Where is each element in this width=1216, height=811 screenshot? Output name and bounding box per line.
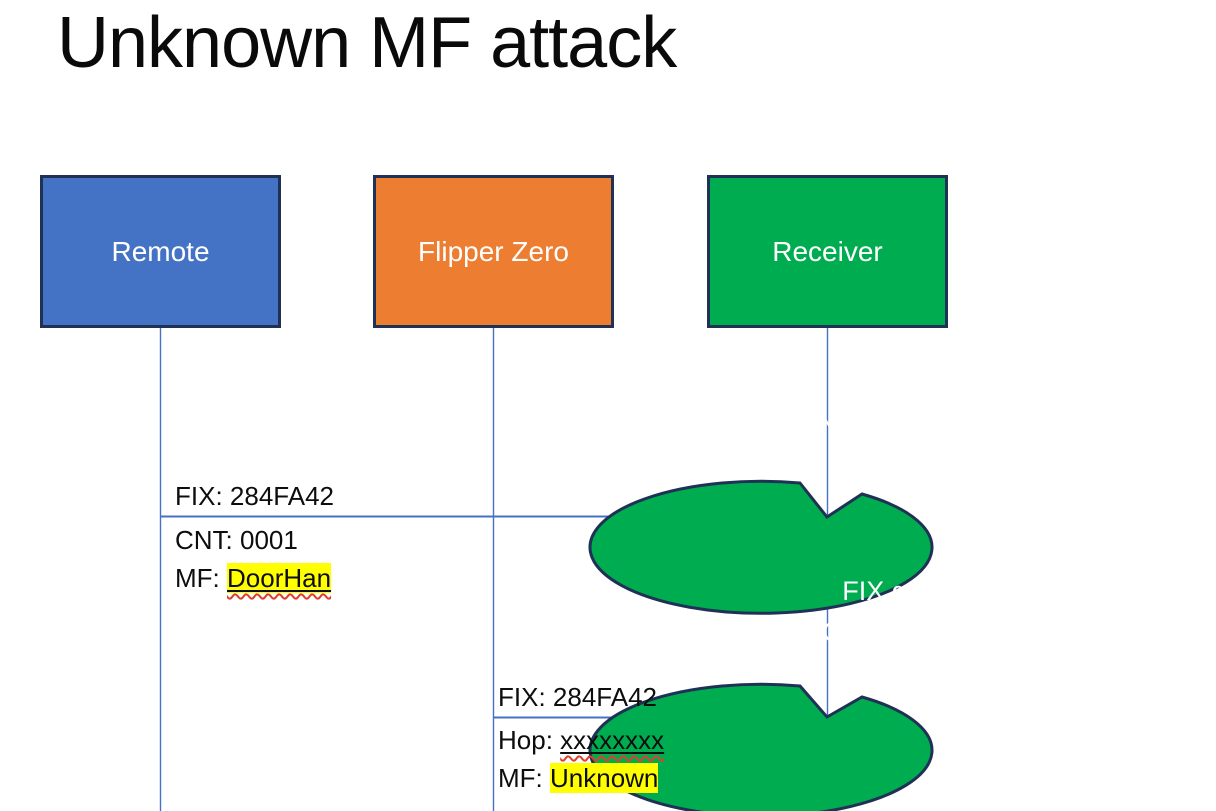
actor-remote-label: Remote (111, 235, 210, 267)
message-2-label-above: FIX: 284FA42 (498, 682, 657, 712)
misspelled-value: xxxxxxxx (560, 725, 664, 755)
field-value: xxxxxxxx (560, 725, 665, 755)
callout-line: “Opened” (839, 455, 955, 485)
actor-remote: Remote (40, 175, 281, 328)
field-prefix: CNT: (175, 525, 240, 555)
field-prefix: Hop: (498, 725, 561, 755)
field-value: DoorHan (227, 563, 332, 593)
actor-receiver: Receiver (707, 175, 948, 328)
message-1-mf-line: MF: DoorHan (175, 559, 332, 597)
field-value: 0001 (240, 525, 298, 555)
actor-flipper-zero: Flipper Zero (373, 175, 614, 328)
callout-line: “Opened” (839, 658, 955, 688)
message-2-labels-below: Hop: xxxxxxxx MF: Unknown (498, 721, 664, 797)
callout-1-text: FIX good CNT 0001 good “Opened” (717, 368, 1077, 491)
message-1-labels-below: CNT: 0001 MF: DoorHan (175, 521, 332, 597)
callout-line: CNT 0001 good (801, 414, 993, 444)
message-2-hop-line: Hop: xxxxxxxx (498, 721, 664, 759)
slide-title: Unknown MF attack (57, 3, 677, 83)
actor-receiver-label: Receiver (772, 235, 883, 267)
message-2-mf-line: MF: Unknown (498, 759, 664, 797)
highlighted-misspelled-value: DoorHan (227, 563, 332, 593)
callout-2-text: FIX good CNT is ???? “Opened” (717, 571, 1077, 694)
message-1-label-above: FIX: 284FA42 (175, 481, 334, 511)
actor-flipper-zero-label: Flipper Zero (418, 235, 569, 267)
callout-line: FIX good (842, 576, 952, 606)
field-prefix: MF: (498, 763, 550, 793)
field-prefix: MF: (175, 563, 227, 593)
callout-bubble-2 (588, 682, 934, 811)
callout-line: FIX good (842, 373, 952, 403)
callout-bubble-1 (588, 479, 934, 615)
highlighted-value: Unknown (550, 763, 659, 793)
callout-line: CNT is ???? (822, 617, 972, 647)
message-1-cnt-line: CNT: 0001 (175, 521, 331, 559)
